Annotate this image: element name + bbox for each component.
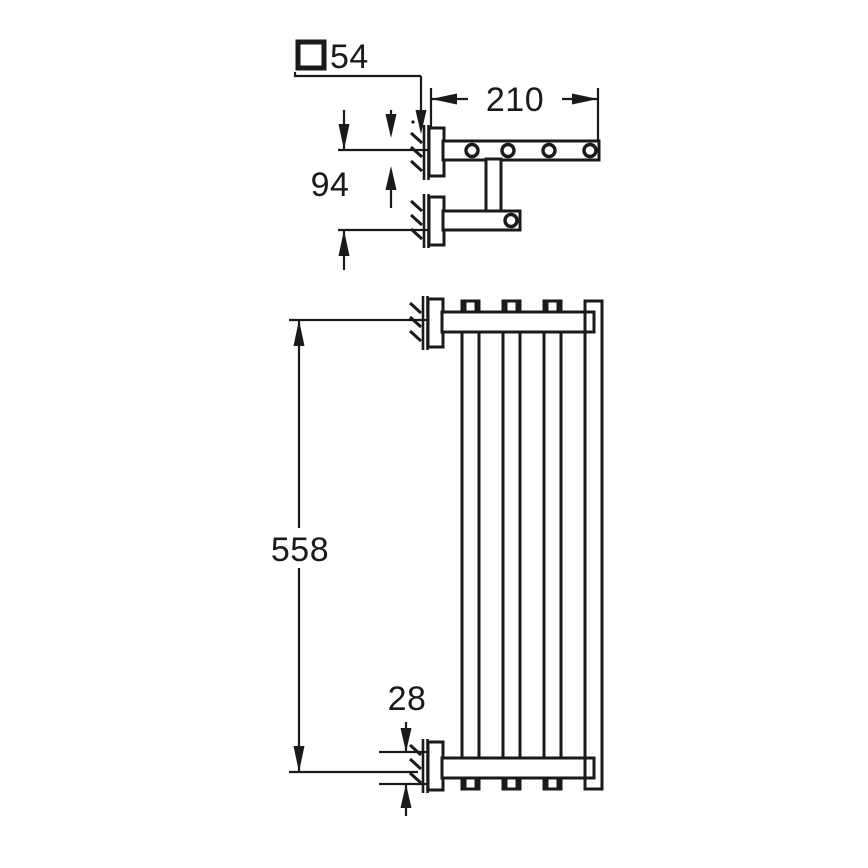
towel-rail-4-front [583, 299, 604, 791]
upper-arm-hole-3 [541, 142, 557, 159]
arrow-down-94-top [338, 124, 350, 150]
front-view-group: 558 28 [266, 296, 604, 816]
arrow-down-54 [415, 110, 427, 134]
dimension-54-leader [293, 72, 427, 134]
dimension-28-value: 28 [388, 680, 427, 718]
upper-arm-hole-1 [464, 142, 480, 159]
top-cross-bar-front [440, 310, 596, 334]
top-view-upper-arm [441, 139, 601, 162]
dimension-558-group: 558 [266, 318, 432, 774]
dimension-210-group: 210 [429, 81, 600, 148]
upper-arm-hole-2 [500, 142, 516, 159]
reference-tick-dot [411, 120, 415, 124]
dimension-94-value: 94 [311, 166, 350, 204]
bottom-cross-bar-front [440, 756, 596, 780]
lower-arm-body [441, 209, 522, 232]
lower-arm-hole-1 [503, 212, 519, 229]
arrow-left-210 [431, 93, 457, 105]
towel-rail-1 [460, 299, 481, 791]
arrow-up-28 [400, 784, 412, 808]
top-view-group: 54 94 [293, 38, 601, 270]
wall-hatch-front-bottom [408, 743, 423, 785]
plate-pointer-arrows [385, 110, 397, 208]
wall-hatch-upper [409, 131, 424, 173]
arrow-down-558-top [293, 320, 305, 346]
arrow-up-plate-lower [385, 166, 397, 190]
dimension-54-label: 54 [295, 38, 369, 76]
square-symbol-icon [295, 39, 327, 71]
arrow-down-plate-upper [385, 114, 397, 138]
top-view-lower-arm [441, 209, 522, 232]
upper-arm-body [441, 139, 601, 162]
towel-rail-3 [542, 299, 563, 791]
dimension-54-value: 54 [330, 38, 369, 76]
dimension-558-text-mask [266, 528, 334, 568]
towel-rail-2 [501, 299, 522, 791]
arrow-right-210 [572, 93, 598, 105]
front-view-top-bracket [408, 296, 445, 350]
arrow-up-94-bottom [338, 230, 350, 256]
dimension-28-group: 28 [379, 680, 432, 816]
upper-arm-hole-4 [582, 142, 598, 159]
arrow-up-558-bottom [293, 746, 305, 772]
dimension-558-value: 558 [271, 531, 329, 569]
wall-hatch-front-top [408, 301, 423, 343]
wall-hatch-lower [409, 199, 424, 241]
arrow-down-28 [400, 728, 412, 752]
dimension-210-value: 210 [486, 81, 544, 119]
